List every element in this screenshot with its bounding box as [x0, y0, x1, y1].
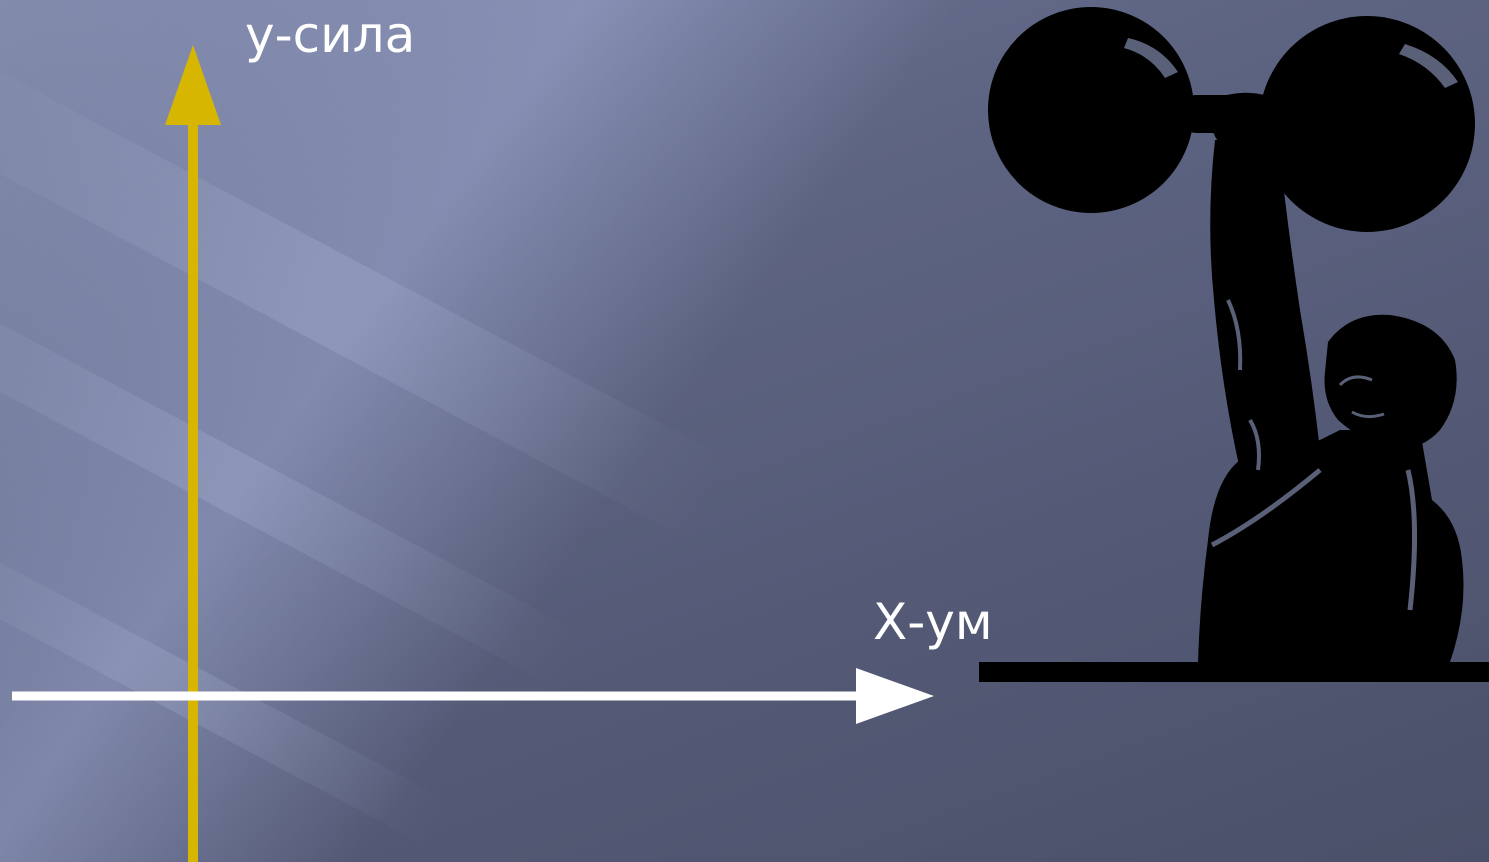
x-axis-label: Х-ум	[873, 593, 993, 651]
torso	[1198, 430, 1464, 662]
singlet-strap-left	[1210, 468, 1322, 548]
raised-arm	[1210, 140, 1320, 470]
x-axis	[12, 668, 934, 724]
singlet-strap-right	[1405, 469, 1418, 611]
floor-bar	[979, 662, 1489, 682]
hand	[1210, 92, 1296, 146]
eye-detail	[1338, 375, 1373, 387]
right-weight-ball	[1259, 16, 1475, 232]
x-axis-arrowhead	[856, 668, 934, 724]
y-axis-arrowhead	[165, 45, 221, 125]
left-ball-highlight	[1124, 38, 1178, 78]
y-axis	[165, 45, 221, 862]
mouth-detail	[1351, 410, 1385, 419]
right-ball-highlight	[1399, 44, 1458, 88]
left-weight-ball	[988, 7, 1194, 213]
y-axis-label: у-сила	[245, 6, 416, 64]
forearm-detail	[1226, 299, 1243, 371]
arm-muscle-detail	[1248, 418, 1261, 471]
weightlifter-silhouette-icon	[979, 7, 1489, 682]
